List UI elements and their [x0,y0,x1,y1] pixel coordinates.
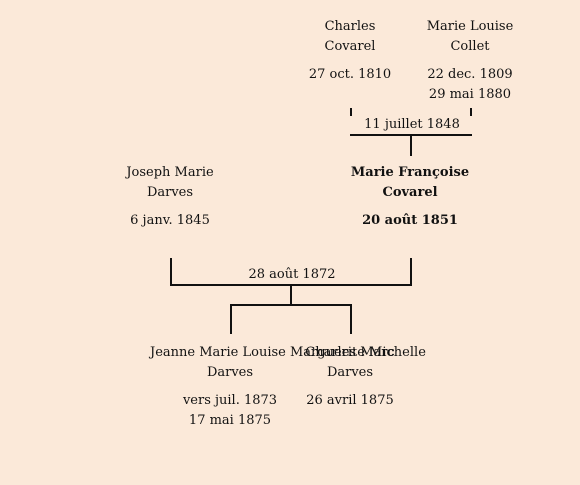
person-last-name: Darves [326,365,374,380]
person-death-date: 29 mai 1880 [428,87,512,102]
person-birth-date: 26 avril 1875 [306,393,394,408]
person-last-name: Covarel [382,185,438,200]
person-first-name: Marie Louise [426,19,514,34]
person-last-name: Darves [206,365,254,380]
person-first-name: Joseph Marie [126,165,214,180]
person-last-name: Covarel [324,39,376,54]
person-birth-date: 6 janv. 1845 [130,213,210,228]
connector-line [230,304,232,334]
person-marie-louise-collet[interactable]: Marie Louise Collet 22 dec. 1809 29 mai … [390,17,550,105]
person-death-date: 17 mai 1875 [188,413,272,428]
connector-line [170,258,172,286]
person-first-name: Charles Marc [305,345,395,360]
person-marie-francoise-covarel[interactable]: Marie Françoise Covarel 20 août 1851 [330,163,490,231]
connector-line [290,284,292,306]
person-first-name: Marie Françoise [350,165,470,180]
marriage-date-couple: 28 août 1872 [210,266,374,284]
person-birth-date: vers juil. 1873 [182,393,278,408]
person-charles-covarel[interactable]: Charles Covarel 27 oct. 1810 [270,17,430,85]
connector-line [410,134,412,156]
person-first-name: Charles [324,19,376,34]
marriage-date-parents: 11 juillet 1848 [330,116,494,134]
person-charles-marc-darves[interactable]: Charles Marc Darves 26 avril 1875 [270,343,430,411]
person-last-name: Collet [450,39,490,54]
person-joseph-marie-darves[interactable]: Joseph Marie Darves 6 janv. 1845 [90,163,250,231]
connector-line [350,304,352,334]
person-birth-date: 27 oct. 1810 [308,67,392,82]
person-birth-date: 22 dec. 1809 [427,67,513,82]
person-birth-date: 20 août 1851 [362,213,458,228]
connector-line [410,258,412,286]
person-last-name: Darves [146,185,194,200]
connector-line [230,304,352,306]
